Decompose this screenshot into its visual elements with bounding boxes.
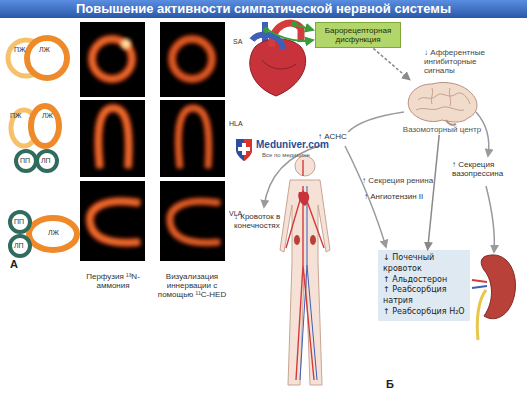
column-caption: Визуализация иннервации с помощью ¹¹C-HE… <box>150 272 234 300</box>
chamber-label: ЛЖ <box>42 112 53 120</box>
panel-letter: А <box>10 258 18 270</box>
arteries <box>286 160 324 380</box>
body-figure <box>280 156 330 385</box>
view-label: HLA <box>229 120 243 128</box>
ans-line <box>348 112 404 132</box>
chamber-label: ЛЖ <box>48 229 59 237</box>
edge-label: ↑ Секреция ренина <box>362 176 433 185</box>
veins <box>300 186 317 380</box>
pet-shape-core <box>90 201 140 242</box>
panel-letter: Б <box>386 378 394 390</box>
node-text: ↑ Реабсорбция натрия <box>383 285 465 307</box>
pet-hotspot <box>121 39 131 49</box>
lv-ring <box>29 218 77 250</box>
lv-ring <box>31 106 59 146</box>
pulmonary-artery <box>252 35 283 50</box>
view-label: SA <box>233 38 242 46</box>
kidney-arrow <box>486 186 494 252</box>
pet-shape <box>178 108 208 168</box>
edge-label: ↓ Афферентные ингибиторные сигналы <box>424 48 502 76</box>
heart-illustration <box>250 21 313 96</box>
chamber-label: ПЖ <box>10 112 22 120</box>
brain-gyri <box>416 88 470 110</box>
small-kidney <box>294 235 300 245</box>
title-banner: Повышение активности симпатической нервн… <box>0 0 527 18</box>
node-text: Вазомоторный центр <box>402 126 482 135</box>
hla-schematic <box>11 106 59 171</box>
pet-shape <box>170 201 220 242</box>
small-heart <box>298 192 309 206</box>
pet-frame <box>160 22 225 97</box>
vasomotor-center: Вазомоторный центр <box>402 80 482 135</box>
pet-shape <box>98 108 128 168</box>
chamber-label: ЛП <box>41 157 51 165</box>
green-arrow <box>268 30 313 41</box>
baroreceptor-box: Барорецепторная дисфункция <box>315 22 401 48</box>
chamber-label: ПП <box>14 218 24 226</box>
watermark: Meduniver.com <box>256 139 329 150</box>
logo-shield <box>236 139 252 161</box>
ra-ring <box>16 151 36 171</box>
ra-ring <box>10 212 30 232</box>
pathway-label: ↑ Ангиотензин II <box>364 192 423 201</box>
vla-schematic <box>10 212 77 256</box>
node-text: Барорецепторная дисфункция <box>318 26 398 44</box>
pathway-label: ↓ Кровоток в конечностях <box>234 212 296 230</box>
baroreceptor-spot <box>291 21 297 27</box>
pet-frame <box>160 100 225 177</box>
pet-images <box>80 22 225 261</box>
column-caption: Перфузия ¹³N-аммония <box>80 272 146 290</box>
chamber-label: ЛЖ <box>39 46 50 54</box>
brain-outline <box>408 82 477 122</box>
pathway-label: ↑ Секреция вазопрессина <box>452 160 518 178</box>
node-text: ↑ Реабсорбция H₂O <box>383 307 465 318</box>
pet-ring-core <box>172 39 212 79</box>
sa-schematic <box>8 38 67 78</box>
brain-illustration <box>402 80 482 126</box>
pet-frame <box>80 181 145 261</box>
pathway-arrows <box>264 112 494 252</box>
heart-groove <box>262 60 296 69</box>
lv-ring <box>27 38 67 78</box>
pet-shape-core <box>170 201 220 242</box>
green-arrow <box>296 25 313 30</box>
small-kidney <box>310 235 316 245</box>
pet-shape-core <box>178 108 208 168</box>
node-text: ↑ Альдостерон <box>383 275 465 286</box>
heart-body <box>250 39 306 96</box>
pet-frame <box>80 22 145 97</box>
la-ring <box>10 236 30 256</box>
connector-arrow <box>373 48 410 80</box>
watermark: Все по медицине <box>262 152 310 159</box>
logo-cross <box>238 147 250 151</box>
ureter <box>477 290 486 340</box>
chamber-label: ПЖ <box>14 46 26 54</box>
watermark-logo <box>236 139 252 161</box>
pet-ring <box>172 39 212 79</box>
pet-frame <box>80 100 145 177</box>
pet-ring-core <box>92 39 132 79</box>
kidney-illustration <box>472 255 515 340</box>
renal-vein <box>472 286 487 288</box>
pet-frame <box>160 181 225 261</box>
connector-arrow <box>428 135 440 250</box>
chamber-label: ЛП <box>14 242 24 250</box>
brain-stem <box>446 120 456 125</box>
head <box>295 156 315 176</box>
renal-effects-box: ↓ Почечный кровоток↑ Альдостерон↑ Реабсо… <box>378 250 470 321</box>
renal-artery <box>472 280 487 282</box>
node-text: ↓ Почечный кровоток <box>383 253 465 275</box>
pet-shape-core <box>98 108 128 168</box>
chamber-label: ПП <box>20 157 30 165</box>
pet-shape <box>90 201 140 242</box>
la-ring <box>37 151 57 171</box>
pet-ring <box>92 39 132 79</box>
